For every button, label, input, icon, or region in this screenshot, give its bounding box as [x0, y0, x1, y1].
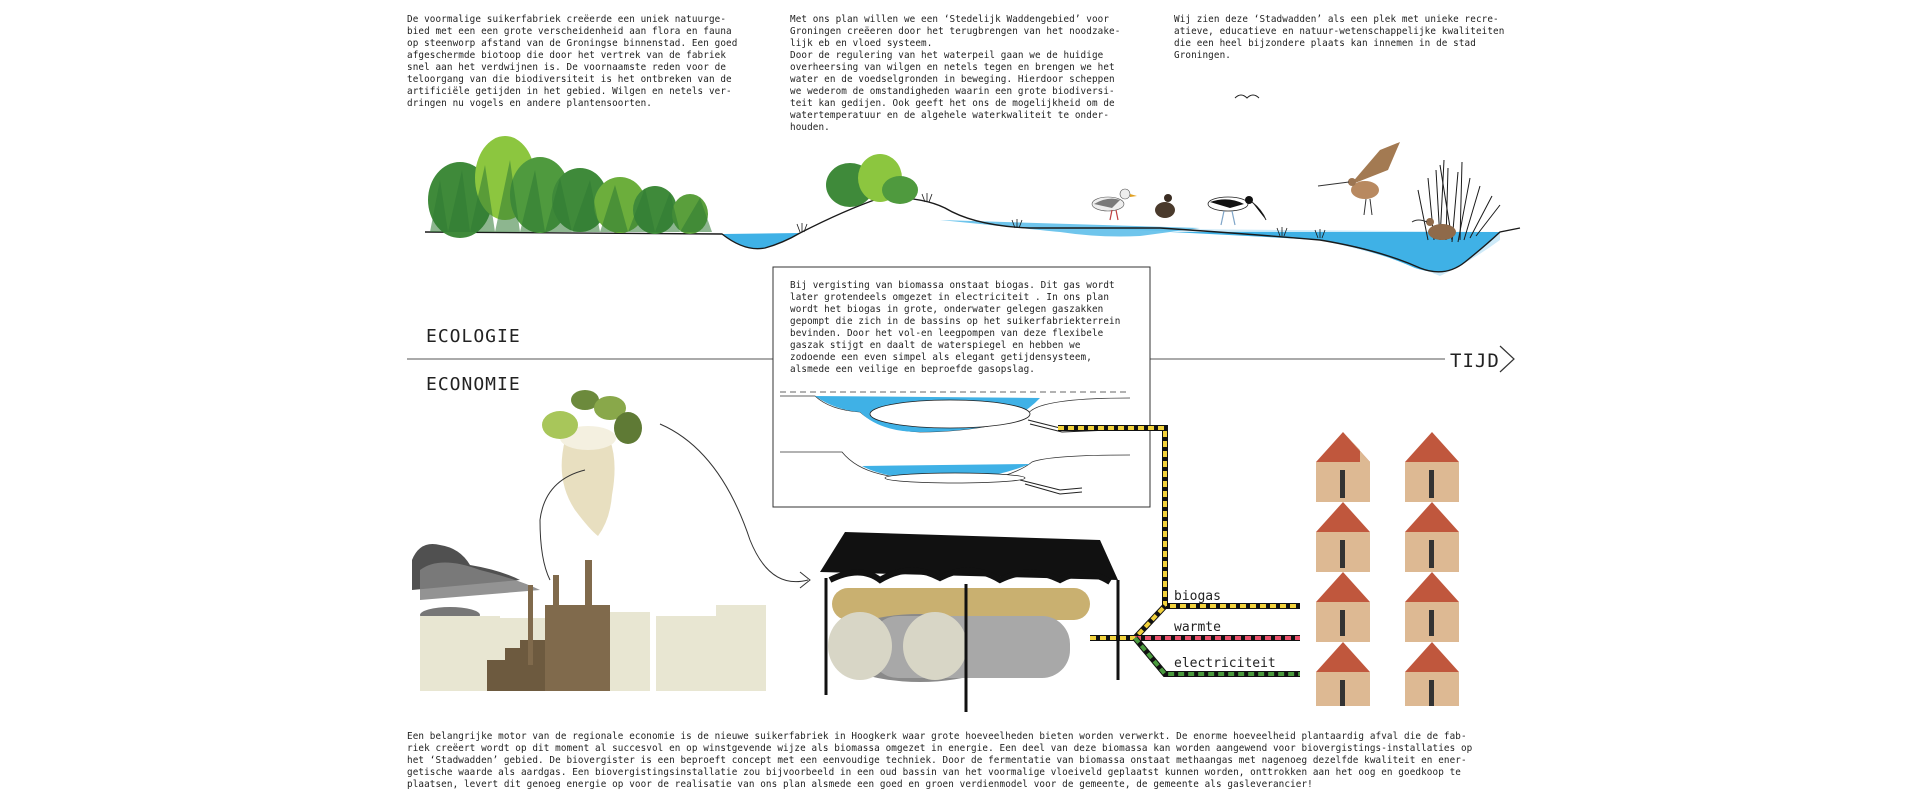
biogas-explanation-text: Bij vergisting van biomassa onstaat biog…: [790, 280, 1121, 375]
gas-bag-diagram-empty: [780, 451, 1131, 495]
flying-bird-icon: [1234, 94, 1260, 99]
curlew-bird: [1411, 218, 1456, 240]
sugar-factory: [412, 544, 766, 691]
sugar-beet-icon: [542, 390, 642, 536]
hill-shrub: [826, 154, 918, 207]
terrain-line: [424, 197, 1521, 273]
duck-bird: [1155, 194, 1175, 218]
ecologie-label: ECOLOGIE: [426, 326, 521, 347]
beet-to-factory-arrow: [539, 469, 586, 581]
avocet-bird: [1207, 196, 1267, 226]
godwit-bird-flying: [1317, 142, 1400, 216]
house-icon: [1405, 642, 1459, 706]
electriciteit-label: electriciteit: [1174, 656, 1276, 671]
gas-bag-diagram-full: [780, 391, 1131, 433]
economy-text: Een belangrijke motor van de regionale e…: [407, 731, 1473, 790]
time-axis: [407, 345, 1515, 373]
electriciteit-flow-line: [1132, 636, 1300, 677]
house-icon: [1405, 572, 1459, 636]
house-icon: [1405, 432, 1459, 498]
house-icon: [1316, 432, 1370, 498]
ecology-intro-text: De voormalige suikerfabriek creëerde een…: [407, 14, 738, 109]
house-icon: [1316, 642, 1370, 706]
house-icon: [1316, 502, 1370, 568]
tijd-label: TIJD: [1450, 350, 1500, 372]
beet-to-digester-arrow: [659, 423, 809, 583]
tijd-arrow-icon: [1499, 345, 1515, 373]
water-pond-3: [1170, 232, 1500, 272]
biogas-flow-line: [1058, 425, 1300, 641]
willow-trees: [428, 136, 712, 238]
gull-bird: [1091, 188, 1137, 221]
biogas-info-box: [772, 266, 1151, 508]
plan-intro-text: Met ons plan willen we een ‘Stedelijk Wa…: [790, 14, 1121, 133]
grass-tufts: [796, 193, 1326, 239]
economie-label: ECONOMIE: [426, 374, 521, 395]
houses: [1316, 432, 1459, 706]
biogas-label: biogas: [1174, 589, 1221, 604]
ecology-landscape: [424, 94, 1521, 276]
warmte-label: warmte: [1174, 620, 1221, 635]
water-pond-1: [722, 233, 800, 249]
stadwadden-text: Wij zien deze ‘Stadwadden’ als een plek …: [1174, 14, 1505, 61]
biodigester: [820, 532, 1120, 712]
house-icon: [1405, 502, 1459, 568]
house-icon: [1316, 572, 1370, 636]
